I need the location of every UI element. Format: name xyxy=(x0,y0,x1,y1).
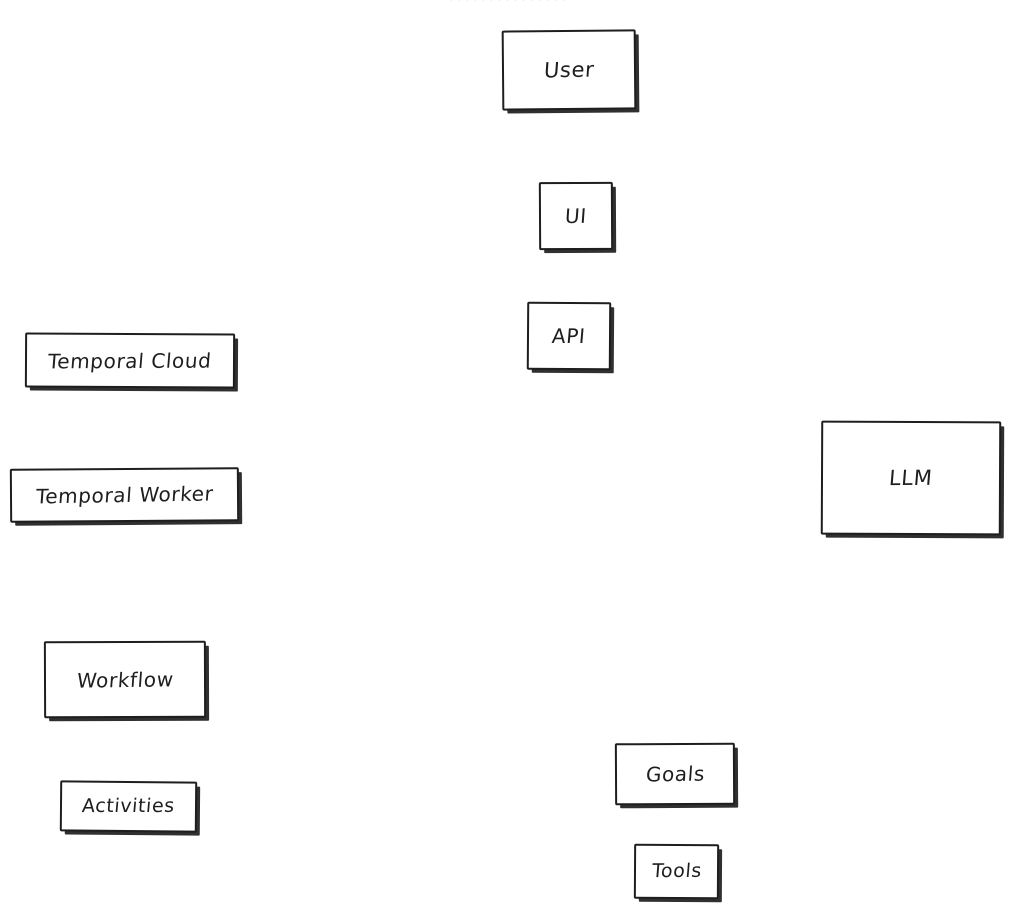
node-ui-label: UI xyxy=(564,203,588,229)
node-tools-label: Tools xyxy=(650,859,703,883)
node-workflow-label: Workflow xyxy=(75,666,175,693)
node-temporal-cloud-label: Temporal Cloud xyxy=(47,348,213,373)
node-llm[interactable]: LLM xyxy=(820,420,1002,536)
node-api-label: API xyxy=(551,323,587,349)
node-goals-label: Goals xyxy=(644,761,706,787)
node-temporal-worker[interactable]: Temporal Worker xyxy=(9,467,240,523)
node-tools[interactable]: Tools xyxy=(633,843,720,900)
node-activities[interactable]: Activities xyxy=(59,780,198,833)
node-temporal-cloud[interactable]: Temporal Cloud xyxy=(24,332,236,389)
node-activities-label: Activities xyxy=(81,794,176,818)
node-user[interactable]: User xyxy=(501,29,637,111)
node-ui[interactable]: UI xyxy=(538,181,614,251)
node-temporal-worker-label: Temporal Worker xyxy=(34,481,215,509)
clipped-header-text: · · · · · · · · · · · · · · · xyxy=(449,0,566,7)
node-llm-label: LLM xyxy=(888,465,934,490)
node-api[interactable]: API xyxy=(526,301,612,371)
clipped-header-strip: · · · · · · · · · · · · · · · xyxy=(0,0,1015,7)
node-goals[interactable]: Goals xyxy=(614,742,736,806)
node-user-label: User xyxy=(543,57,595,82)
node-workflow[interactable]: Workflow xyxy=(43,640,207,719)
